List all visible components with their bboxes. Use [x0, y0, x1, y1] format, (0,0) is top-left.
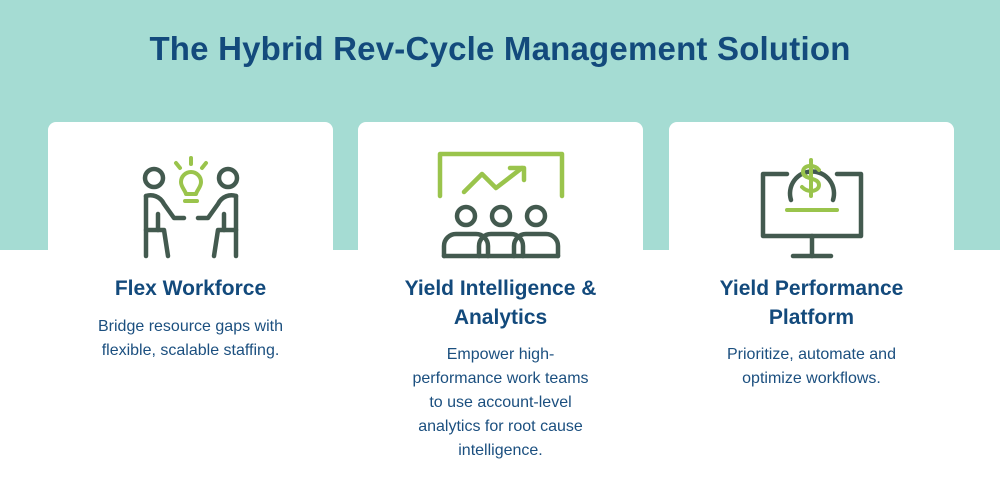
team-collaboration-lightbulb-icon	[136, 156, 246, 260]
card-heading: Yield Intelligence & Analytics	[404, 277, 597, 329]
card-yield-performance: Yield Performance Platform Prioritize, a…	[669, 122, 954, 496]
card-description: Prioritize, automate and optimize workfl…	[727, 346, 896, 387]
team-growth-chart-icon	[436, 150, 566, 262]
card-description: Empower high-performance work teams to u…	[412, 346, 589, 459]
monitor-dollar-icon	[757, 152, 867, 262]
card-heading: Yield Performance Platform	[719, 277, 904, 329]
card-flex-workforce: Flex Workforce Bridge resource gaps with…	[48, 122, 333, 496]
card-description: Bridge resource gaps with flexible, scal…	[98, 318, 283, 359]
card-yield-intelligence: Yield Intelligence & Analytics Empower h…	[358, 122, 643, 496]
page-title: The Hybrid Rev-Cycle Management Solution	[149, 30, 851, 67]
card-heading: Flex Workforce	[114, 277, 267, 300]
